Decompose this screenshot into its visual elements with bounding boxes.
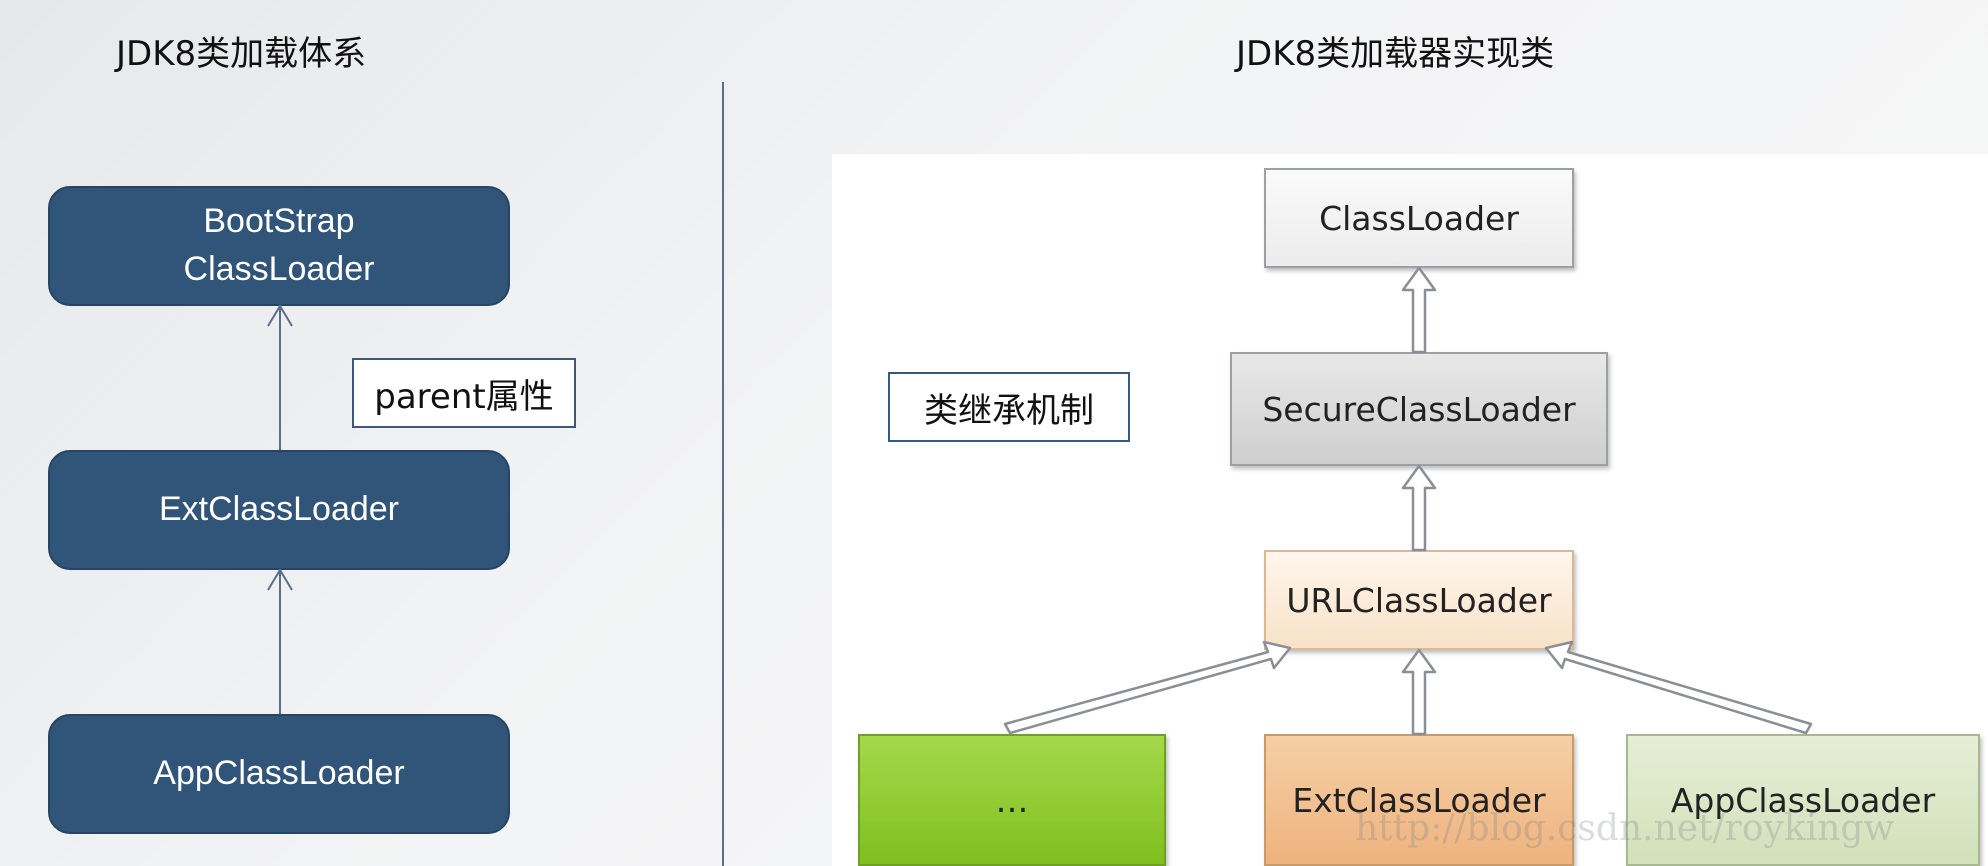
inheritance-callout: 类继承机制 bbox=[888, 372, 1130, 442]
app-classloader-node: AppClassLoader bbox=[48, 714, 510, 834]
watermark: http://blog.csdn.net/roykingw bbox=[1355, 808, 1895, 849]
right-section-title: JDK8类加载器实现类 bbox=[1236, 34, 1555, 74]
url-classloader-node: URLClassLoader bbox=[1264, 550, 1574, 650]
parent-attribute-callout: parent属性 bbox=[352, 358, 576, 428]
app-classloader-impl-node: AppClassLoader bbox=[1626, 734, 1980, 866]
section-divider bbox=[722, 82, 724, 866]
left-section-title: JDK8类加载体系 bbox=[116, 34, 367, 74]
ext-classloader-node: ExtClassLoader bbox=[48, 450, 510, 570]
ext-classloader-impl-node: ExtClassLoader bbox=[1264, 734, 1574, 866]
classloader-node: ClassLoader bbox=[1264, 168, 1574, 268]
bootstrap-classloader-node: BootStrap ClassLoader bbox=[48, 186, 510, 306]
other-classloader-node: … bbox=[858, 734, 1166, 866]
secure-classloader-node: SecureClassLoader bbox=[1230, 352, 1608, 466]
parent-arrowhead-top bbox=[267, 304, 293, 327]
parent-arrowhead-bottom bbox=[267, 568, 293, 591]
